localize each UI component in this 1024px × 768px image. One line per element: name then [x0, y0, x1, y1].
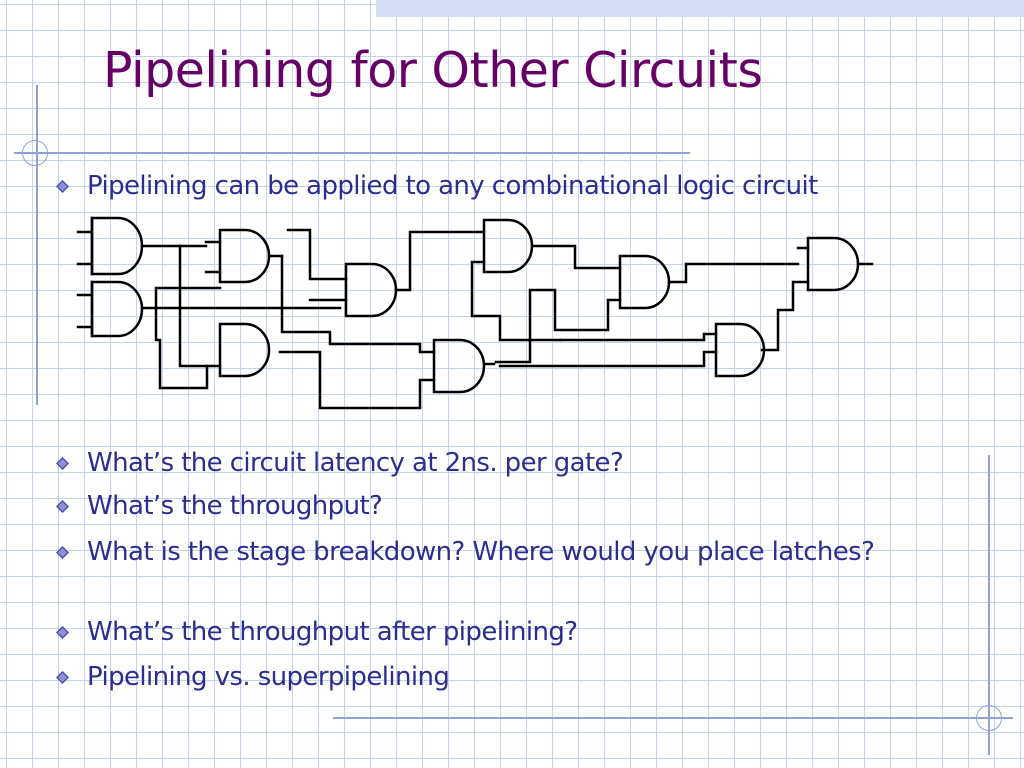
and-gate-icon [432, 338, 486, 394]
decor-line-bottom-horizontal [333, 717, 1013, 719]
bullet-item: Pipelining can be applied to any combina… [56, 170, 976, 202]
and-gate-icon [618, 254, 671, 310]
and-gate-icon [218, 322, 271, 378]
bullet-item: What’s the throughput after pipelining? [56, 616, 976, 648]
diamond-icon [56, 500, 69, 513]
bullet-text: What’s the throughput? [87, 491, 383, 521]
and-gate-icon [482, 218, 534, 274]
top-decor-band [376, 0, 1024, 17]
decor-line-right-vertical [988, 455, 990, 755]
bullet-text: What is the stage breakdown? Where would… [87, 537, 875, 567]
decor-circle-bottom-right [976, 705, 1002, 731]
wires [76, 216, 874, 410]
bullet-text: Pipelining can be applied to any combina… [87, 171, 818, 201]
diamond-icon [56, 626, 69, 639]
decor-circle-top-left [22, 140, 48, 166]
bullet-item: What’s the throughput? [56, 490, 976, 522]
diamond-icon [56, 457, 69, 470]
and-gate-icon [806, 236, 860, 292]
and-gates [90, 216, 860, 394]
and-gate-icon [218, 228, 271, 284]
and-gate-icon [90, 216, 144, 276]
bullet-text: What’s the throughput after pipelining? [87, 617, 578, 647]
decor-line-top-horizontal [14, 152, 690, 154]
diamond-icon [56, 671, 69, 684]
bullet-item: Pipelining vs. superpipelining [56, 661, 976, 693]
and-gate-icon [714, 322, 766, 378]
diamond-icon [56, 546, 69, 559]
decor-line-left-vertical [36, 85, 38, 405]
diamond-icon [56, 180, 69, 193]
and-gate-icon [344, 262, 398, 318]
bullet-item: What’s the circuit latency at 2ns. per g… [56, 447, 976, 479]
slide-title: Pipelining for Other Circuits [103, 42, 763, 99]
bullet-text: What’s the circuit latency at 2ns. per g… [87, 448, 624, 478]
and-gate-icon [90, 280, 144, 338]
bullet-item: What is the stage breakdown? Where would… [56, 536, 916, 568]
bullet-text: Pipelining vs. superpipelining [87, 662, 450, 692]
